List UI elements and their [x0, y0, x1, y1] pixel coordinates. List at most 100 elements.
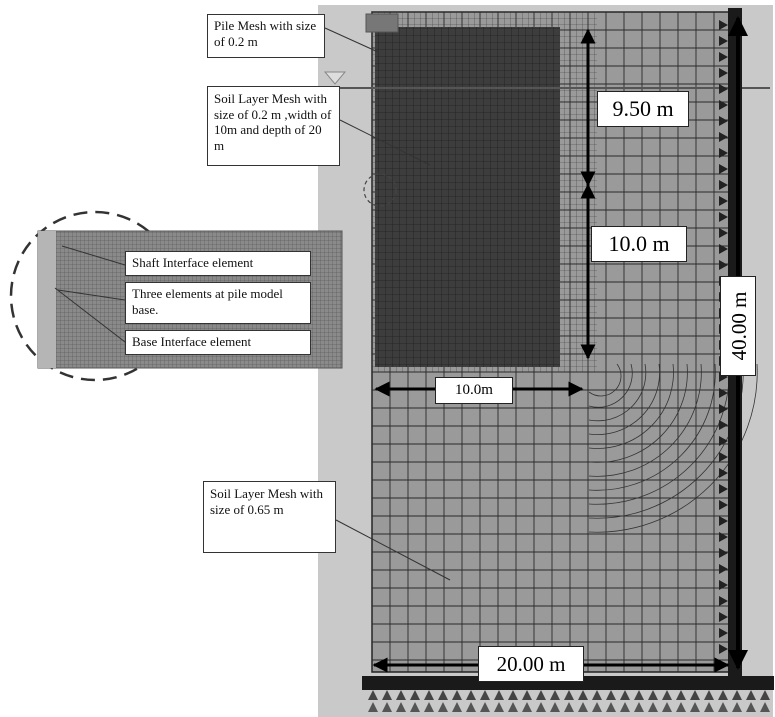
pin-support-icon — [746, 702, 756, 712]
roller-support-icon — [719, 244, 728, 254]
pin-support-icon — [536, 702, 546, 712]
roller-support-icon — [719, 20, 728, 30]
mesh-transition-arc — [588, 363, 647, 422]
roller-support-icon — [719, 548, 728, 558]
pin-support-icon — [480, 702, 490, 712]
pin-support-icon — [760, 702, 770, 712]
callout-shaft-interface: Shaft Interface element — [125, 251, 311, 276]
dim-label-40-00: 40.00 m — [720, 276, 756, 376]
pin-support-icon — [438, 690, 448, 700]
pile-mesh-leader — [324, 27, 379, 53]
pin-support-icon — [424, 702, 434, 712]
pin-support-icon — [410, 690, 420, 700]
callout-base-interface: Base Interface element — [125, 330, 311, 355]
callout-soil-fine-mesh: Soil Layer Mesh with size of 0.2 m ,widt… — [207, 86, 340, 166]
roller-support-icon — [719, 516, 728, 526]
pin-support-icon — [648, 690, 658, 700]
roller-support-icon — [719, 180, 728, 190]
pin-support-icon — [564, 690, 574, 700]
pin-support-icon — [508, 702, 518, 712]
callout-pile-mesh: Pile Mesh with size of 0.2 m — [207, 14, 325, 58]
pin-support-icon — [578, 690, 588, 700]
pin-support-icon — [704, 702, 714, 712]
pin-support-icon — [718, 690, 728, 700]
mesh-transition-arc — [588, 363, 622, 397]
pin-support-icon — [746, 690, 756, 700]
pin-support-icon — [550, 690, 560, 700]
mesh-transition-arc — [588, 363, 758, 533]
dim-label-40-00-text: 40.00 m — [727, 291, 751, 361]
pin-support-icon — [634, 702, 644, 712]
roller-support-icon — [719, 452, 728, 462]
roller-support-icon — [719, 100, 728, 110]
mesh-transition-arc — [588, 363, 688, 463]
roller-support-icon — [719, 468, 728, 478]
pin-support-icon — [592, 702, 602, 712]
roller-support-icon — [719, 596, 728, 606]
pin-support-icon — [438, 702, 448, 712]
pin-support-icon — [522, 702, 532, 712]
pin-support-icon — [662, 690, 672, 700]
bottom-support-symbols — [368, 690, 770, 712]
roller-support-icon — [719, 212, 728, 222]
pin-support-icon — [508, 690, 518, 700]
pin-support-icon — [578, 702, 588, 712]
mesh-transition-arc — [588, 363, 702, 477]
roller-support-icon — [719, 148, 728, 158]
water-level-icon — [323, 71, 347, 85]
pin-support-icon — [494, 702, 504, 712]
pin-support-icon — [718, 702, 728, 712]
pin-support-icon — [466, 690, 476, 700]
roller-support-icon — [719, 36, 728, 46]
pin-support-icon — [704, 690, 714, 700]
pin-support-icon — [536, 690, 546, 700]
pin-support-icon — [606, 690, 616, 700]
pin-support-icon — [382, 702, 392, 712]
roller-support-icon — [719, 52, 728, 62]
bottom-boundary-support — [362, 676, 774, 690]
roller-support-icon — [719, 132, 728, 142]
mesh-transition-arc — [588, 363, 730, 505]
pin-support-icon — [452, 690, 462, 700]
pin-support-icon — [368, 702, 378, 712]
pin-support-icon — [732, 690, 742, 700]
pin-support-icon — [760, 690, 770, 700]
roller-support-icon — [719, 84, 728, 94]
pin-support-icon — [382, 690, 392, 700]
roller-support-icon — [719, 388, 728, 398]
pin-support-icon — [396, 702, 406, 712]
roller-support-icon — [719, 164, 728, 174]
roller-support-icon — [719, 500, 728, 510]
mesh-transition-arc — [588, 363, 660, 435]
dim-label-10-0: 10.0 m — [591, 226, 687, 262]
mesh-transition-arc — [588, 363, 716, 491]
mesh-transition-arc — [588, 363, 633, 408]
pin-support-icon — [410, 702, 420, 712]
pin-support-icon — [606, 702, 616, 712]
pin-support-icon — [690, 702, 700, 712]
pin-support-icon — [368, 690, 378, 700]
pin-support-icon — [522, 690, 532, 700]
three-leader — [57, 289, 126, 301]
roller-support-icon — [719, 116, 728, 126]
dim-label-10m: 10.0m — [435, 377, 513, 404]
pile-head-marker — [365, 13, 399, 33]
pin-support-icon — [648, 702, 658, 712]
roller-support-icon — [719, 532, 728, 542]
pin-support-icon — [466, 702, 476, 712]
pin-support-icon — [550, 702, 560, 712]
pin-support-icon — [690, 690, 700, 700]
dim-label-20-00: 20.00 m — [478, 646, 584, 682]
shaft-leader — [61, 245, 126, 266]
pin-support-icon — [732, 702, 742, 712]
dim-label-9-50: 9.50 m — [597, 91, 689, 127]
pin-support-icon — [480, 690, 490, 700]
base-leader — [54, 287, 126, 343]
pin-support-icon — [424, 690, 434, 700]
pin-support-icon — [494, 690, 504, 700]
soil-fine-leader — [339, 119, 431, 166]
callout-soil-coarse-mesh: Soil Layer Mesh with size of 0.65 m — [203, 481, 336, 553]
callout-three-elements: Three elements at pile model base. — [125, 282, 311, 324]
pin-support-icon — [396, 690, 406, 700]
